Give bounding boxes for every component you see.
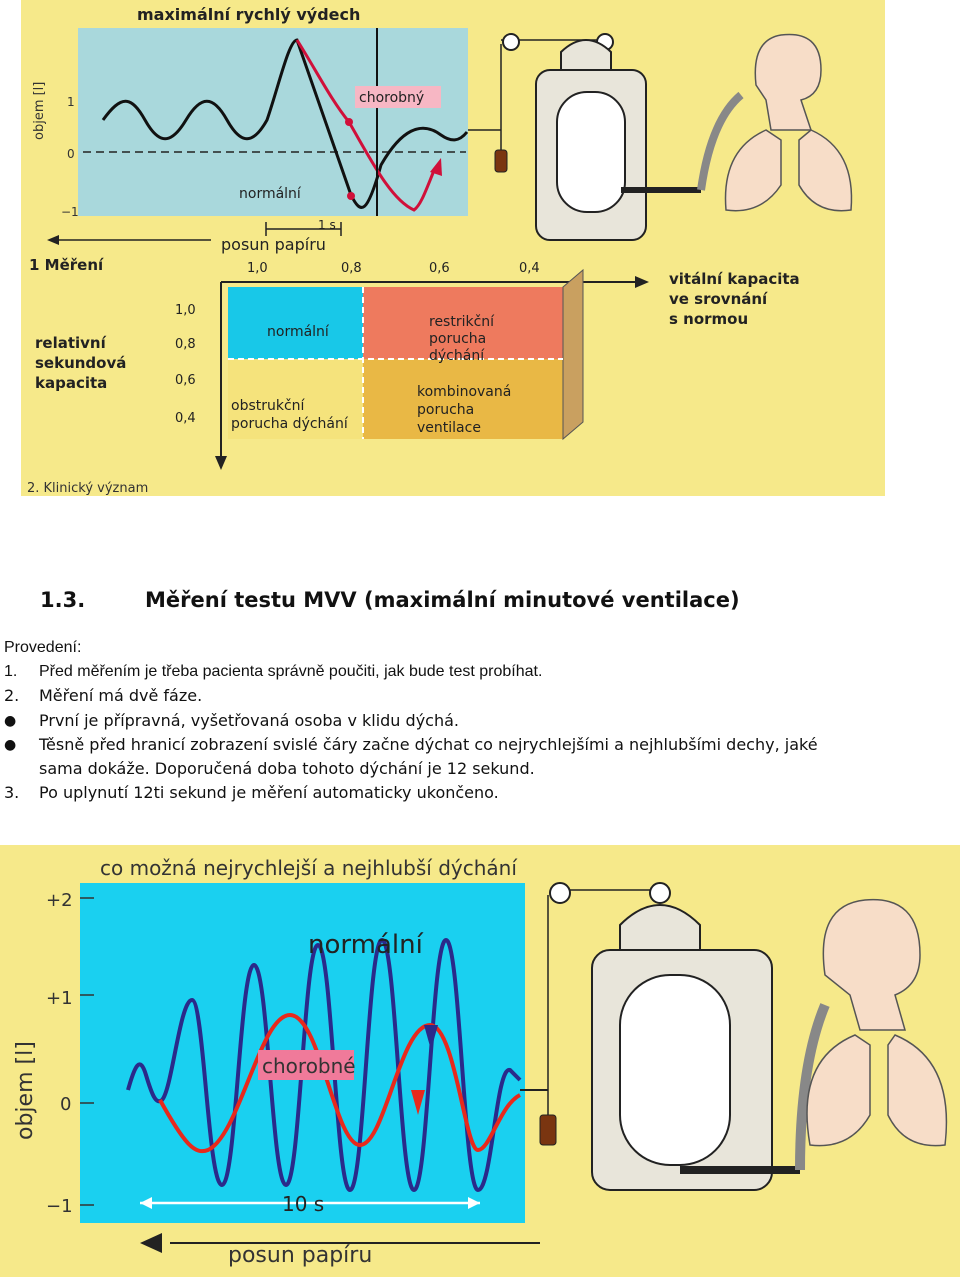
figure1-y-tick: 0 [67,147,75,161]
label-obstructive: porucha dýchání [231,416,349,432]
diseased-curve [295,39,437,212]
spirometer-icon [591,904,800,1191]
patient-lungs-icon [697,33,853,212]
bullet-icon: ● [4,736,17,753]
step-2: 2. Měření má dvě fáze. [4,684,954,708]
block-side [562,268,584,441]
bullet-2: ● Těsně před hranicí zobrazení svislé čár… [4,733,954,757]
time-mark-label: 1 s [318,218,336,232]
step-3: 3. Po uplynutí 12ti sekund je měření auto… [4,781,954,805]
duration-arrow [140,1197,152,1209]
normal-marker [347,192,355,200]
y-tick: 1,0 [175,303,196,318]
right-title: s normou [669,310,748,328]
x-tick: 0,6 [429,261,450,276]
section-heading: 1.3. Měření testu MVV (maximální minutové… [40,588,740,612]
expiration-chart-area [78,28,468,216]
step-text: Po uplynutí 12ti sekund je měření automa… [39,783,499,803]
normal-label: normální [239,186,302,202]
figure2-y-tick: 0 [60,1094,71,1115]
label-restrictive: porucha [429,331,486,347]
label-obstructive: obstrukční [231,398,306,414]
procedure-heading: Provedení: [4,639,82,656]
diseased-label: chorobné [262,1054,356,1078]
figure1-y-tick: −1 [61,205,79,219]
right-title: ve srovnání [669,290,768,308]
bullet-1: ● První je přípravná, vyšetřovaná osoba v… [4,709,954,733]
left-title: sekundová [35,354,126,372]
patient-lungs-icon [795,898,948,1171]
normal-arrow-head [424,1025,438,1050]
figure-max-expiration: maximální rychlý výdech objem [l] 1 0 −1… [21,0,885,496]
step-marker: 2. [4,686,20,706]
section-label-measurement: 1 Měření [29,256,104,274]
label-combined: porucha [417,402,474,418]
label-restrictive: dýchání [429,348,485,364]
figure2-y-tick: +1 [46,988,73,1009]
label-combined: ventilace [417,420,481,436]
pulley-icon [549,882,571,904]
figure2-y-tick: −1 [46,1196,73,1217]
label-combined: kombinovaná [417,384,511,400]
spirometer-icon [535,39,701,241]
left-title: kapacita [35,374,107,392]
vc-axis-arrow [635,276,649,288]
paper-feed-label: posun papíru [221,235,326,254]
x-tick: 0,4 [519,261,540,276]
diseased-label: chorobný [359,90,424,106]
quadrant-obstructive [228,359,363,439]
y-tick: 0,8 [175,337,196,352]
counterweight-icon [539,1114,557,1146]
diseased-curve [158,1012,522,1154]
step-text: Před měřením je třeba pacienta správně p… [39,663,543,681]
figure2-y-tick: +2 [46,890,73,911]
step-marker: 1. [4,663,18,681]
y-tick: 0,6 [175,373,196,388]
quadrant-restrictive [363,287,563,359]
normal-label: normální [308,930,424,960]
diseased-arrow-head [430,158,442,176]
step-1: 1. Před měřením je třeba pacienta správně… [4,660,954,684]
step-marker: 3. [4,783,20,803]
normal-curve [101,38,469,209]
normal-curve [126,937,522,1193]
figure2-y-label: objem [l] [13,1041,38,1140]
bullet-2-continued: sama dokáže. Doporučená doba tohoto dých… [39,759,535,779]
figure1-title: maximální rychlý výdech [137,5,360,24]
step-text: Měření má dvě fáze. [39,686,203,706]
label-restrictive: restrikční [429,314,495,330]
bullet-icon: ● [4,712,17,729]
paper-feed-label: posun papíru [228,1243,372,1268]
figure1-y-tick: 1 [67,95,75,109]
counterweight-icon [494,149,508,173]
section-title: Měření testu MVV (maximální minutové ven… [145,588,740,612]
quadrant-combined [363,359,563,439]
bullet-text: První je přípravná, vyšetřovaná osoba v … [39,710,459,730]
procedure-text: Provedení: 1. Před měřením je třeba pacie… [4,636,954,805]
diseased-arrow-head [411,1090,425,1115]
rsc-axis-arrow [215,456,227,470]
diseased-label-box [355,86,441,108]
paper-feed-arrow [140,1233,162,1253]
right-title: vitální kapacita [669,270,800,288]
duration-arrow [468,1197,480,1209]
figure2-title: co možná nejrychlejší a nejhlubší dýchán… [100,856,518,880]
pulley-icon [502,33,520,51]
diseased-marker [345,118,353,126]
pulley-icon [649,882,671,904]
left-title: relativní [35,334,107,352]
quadrant-normal [228,287,363,359]
y-tick: 0,4 [175,411,196,426]
figure-mvv: co možná nejrychlejší a nejhlubší dýchán… [0,845,960,1277]
bullet-text: Těsně před hranicí zobrazení svislé čáry… [39,734,818,754]
section-number: 1.3. [40,588,86,612]
figure1-footer: 2. Klinický význam [27,481,148,496]
diseased-label-box [258,1050,354,1080]
paper-feed-arrow [47,235,59,245]
figure1-y-label: objem [l] [32,82,47,140]
x-tick: 0,8 [341,261,362,276]
duration-label: 10 s [282,1192,324,1216]
x-tick: 1,0 [247,261,268,276]
label-normal: normální [267,324,330,340]
